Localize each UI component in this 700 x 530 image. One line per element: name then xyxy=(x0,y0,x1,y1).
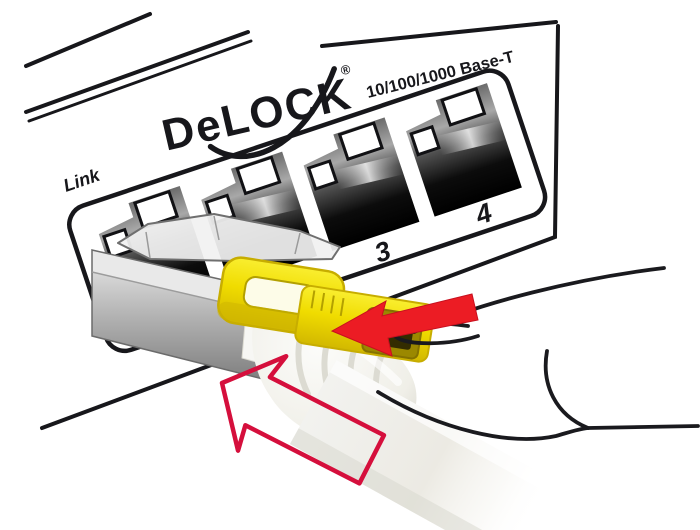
logo-swoosh xyxy=(207,66,337,160)
network-cable xyxy=(289,360,556,530)
pull-direction-arrow-icon xyxy=(219,353,387,486)
port-3-led-notch xyxy=(337,121,384,162)
port-4-led-notch xyxy=(440,86,487,127)
push-direction-arrow-icon xyxy=(330,293,479,357)
connector-latch xyxy=(117,213,341,262)
port-2-led-notch xyxy=(235,155,282,196)
registered-mark: ® xyxy=(339,61,352,78)
port-4-latch-notch xyxy=(409,124,441,157)
port-4 xyxy=(406,83,522,217)
port-3 xyxy=(303,117,420,251)
port-3-latch-notch xyxy=(306,159,339,191)
